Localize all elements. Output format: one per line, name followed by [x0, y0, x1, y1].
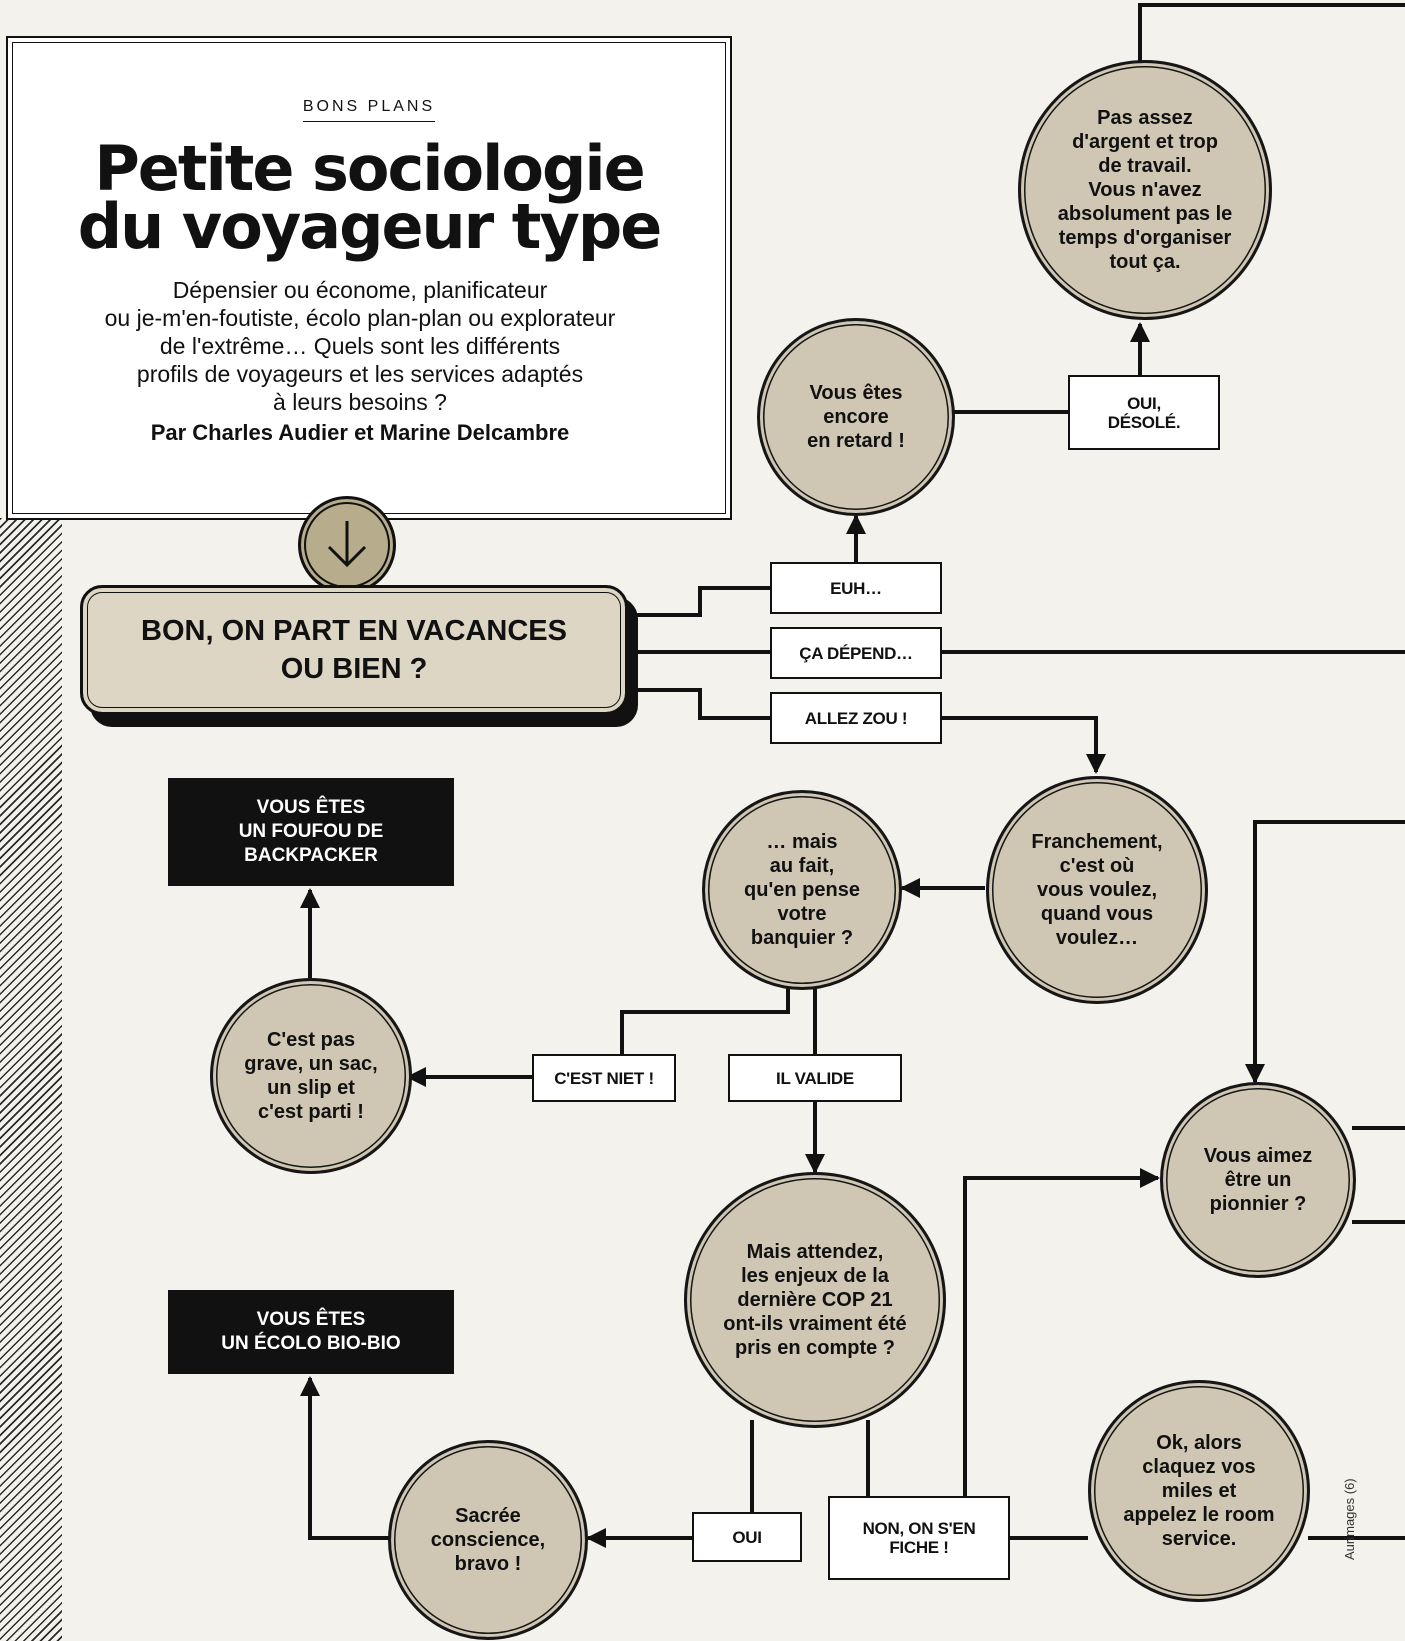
page-title: Petite sociologie du voyageur type: [77, 132, 663, 263]
byline: Par Charles Audier et Marine Delcambre: [150, 420, 570, 445]
line-allezzou-franchement: [940, 716, 1106, 774]
line-non-pionnier: [963, 1168, 1160, 1496]
photo-credit: Aurimages (6): [1342, 1478, 1357, 1560]
answer-il-valide: IL VALIDE: [728, 1054, 902, 1102]
section-kicker: BONS PLANS: [6, 98, 732, 122]
line-right-pionnier: [1245, 820, 1405, 1084]
answer-oui: OUI: [692, 1512, 802, 1562]
answer-cest-niet: C'EST NIET !: [532, 1054, 676, 1102]
line-start-euh: [628, 586, 770, 617]
line-sacree-ecolo: [300, 1376, 392, 1540]
answer-euh: EUH…: [770, 562, 942, 614]
line-banquier-niet: [620, 985, 790, 1055]
title-card: [6, 36, 732, 520]
answer-oui-desole: OUI,DÉSOLÉ.: [1068, 375, 1220, 450]
start-question: BON, ON PART EN VACANCES OU BIEN ?: [80, 585, 628, 715]
down-arrow-icon: [298, 496, 396, 594]
answer-ca-depend: ÇA DÉPEND…: [770, 627, 942, 679]
dek: Dépensier ou économe, planificateur ou j…: [104, 277, 616, 415]
hatched-margin: [0, 518, 62, 1641]
answer-allez-zou: ALLEZ ZOU !: [770, 692, 942, 744]
line-start-allezzou: [628, 688, 770, 720]
